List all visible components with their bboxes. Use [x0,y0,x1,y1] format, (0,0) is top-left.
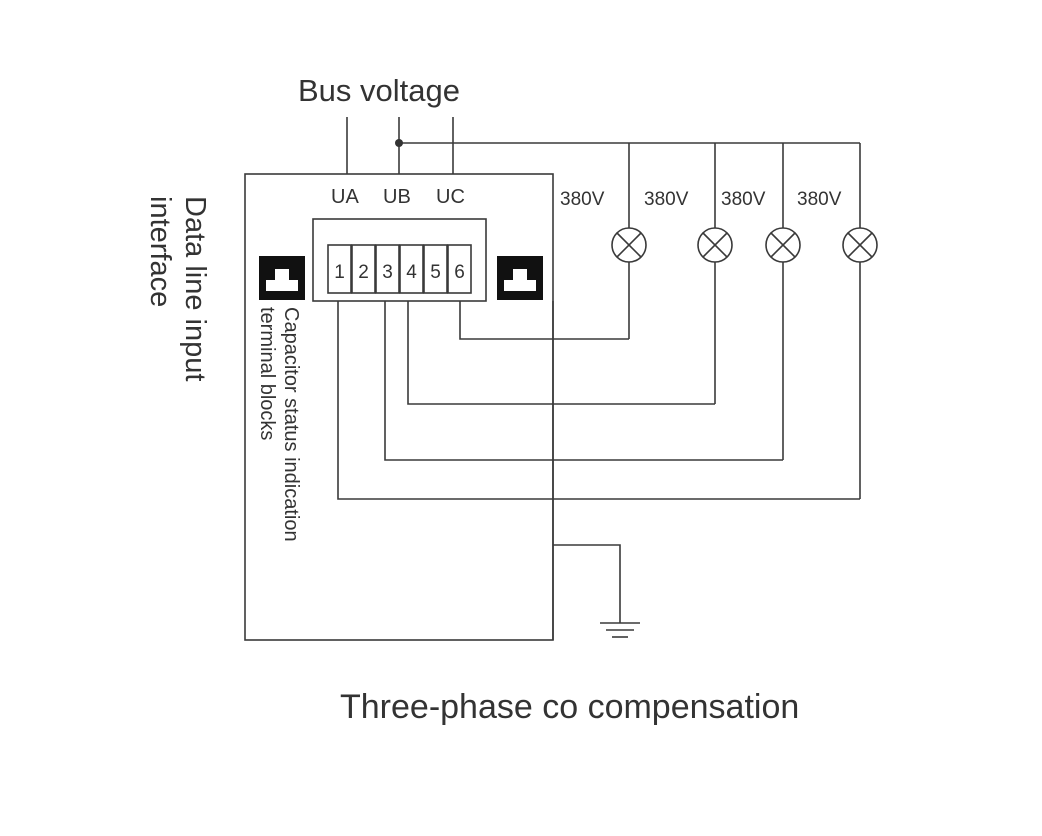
inner-label: Capacitor status indication terminal blo… [256,307,302,542]
terminal-slot-5 [423,244,448,294]
side-label: Data line input interface [144,196,211,381]
terminal-number: 4 [406,262,417,283]
terminal-slots [327,244,472,294]
terminal-slot-6 [447,244,472,294]
ground-wire [553,544,621,623]
phase-label-ub: UB [383,186,411,208]
terminal-slot-2 [351,244,376,294]
bus-voltage-label: Bus voltage [298,73,460,108]
terminal-slot-3 [375,244,400,294]
terminal-number: 6 [454,262,465,283]
terminal-number: 3 [382,262,393,283]
right-connector-icon [497,256,543,300]
terminal-number: 2 [358,262,369,283]
inner-label-line1: Capacitor status indication [280,307,302,542]
terminal-slot-4 [399,244,424,294]
lamp-voltage-label: 380V [797,189,842,210]
lamp-icon [697,227,733,263]
lamp-voltage-label: 380V [560,189,605,210]
lamp-icon [765,227,801,263]
terminal-return-wires [337,301,860,640]
diagram-caption: Three-phase co compensation [340,688,799,726]
phase-label-uc: UC [436,186,465,208]
inner-label-line2: terminal blocks [256,307,278,440]
ground-icon [600,622,640,638]
terminal-slot-1 [327,244,352,294]
lamp-icon [842,227,878,263]
terminal-number: 1 [334,262,345,283]
lamp-voltage-label: 380V [644,189,689,210]
junction-dot [395,139,403,147]
phase-label-ua: UA [331,186,359,208]
side-label-line2: interface [144,196,176,307]
left-connector-icon [259,256,305,300]
terminal-number: 5 [430,262,441,283]
side-label-line1: Data line input [179,196,211,381]
lamp-icon [611,227,647,263]
lamp-voltage-label: 380V [721,189,766,210]
